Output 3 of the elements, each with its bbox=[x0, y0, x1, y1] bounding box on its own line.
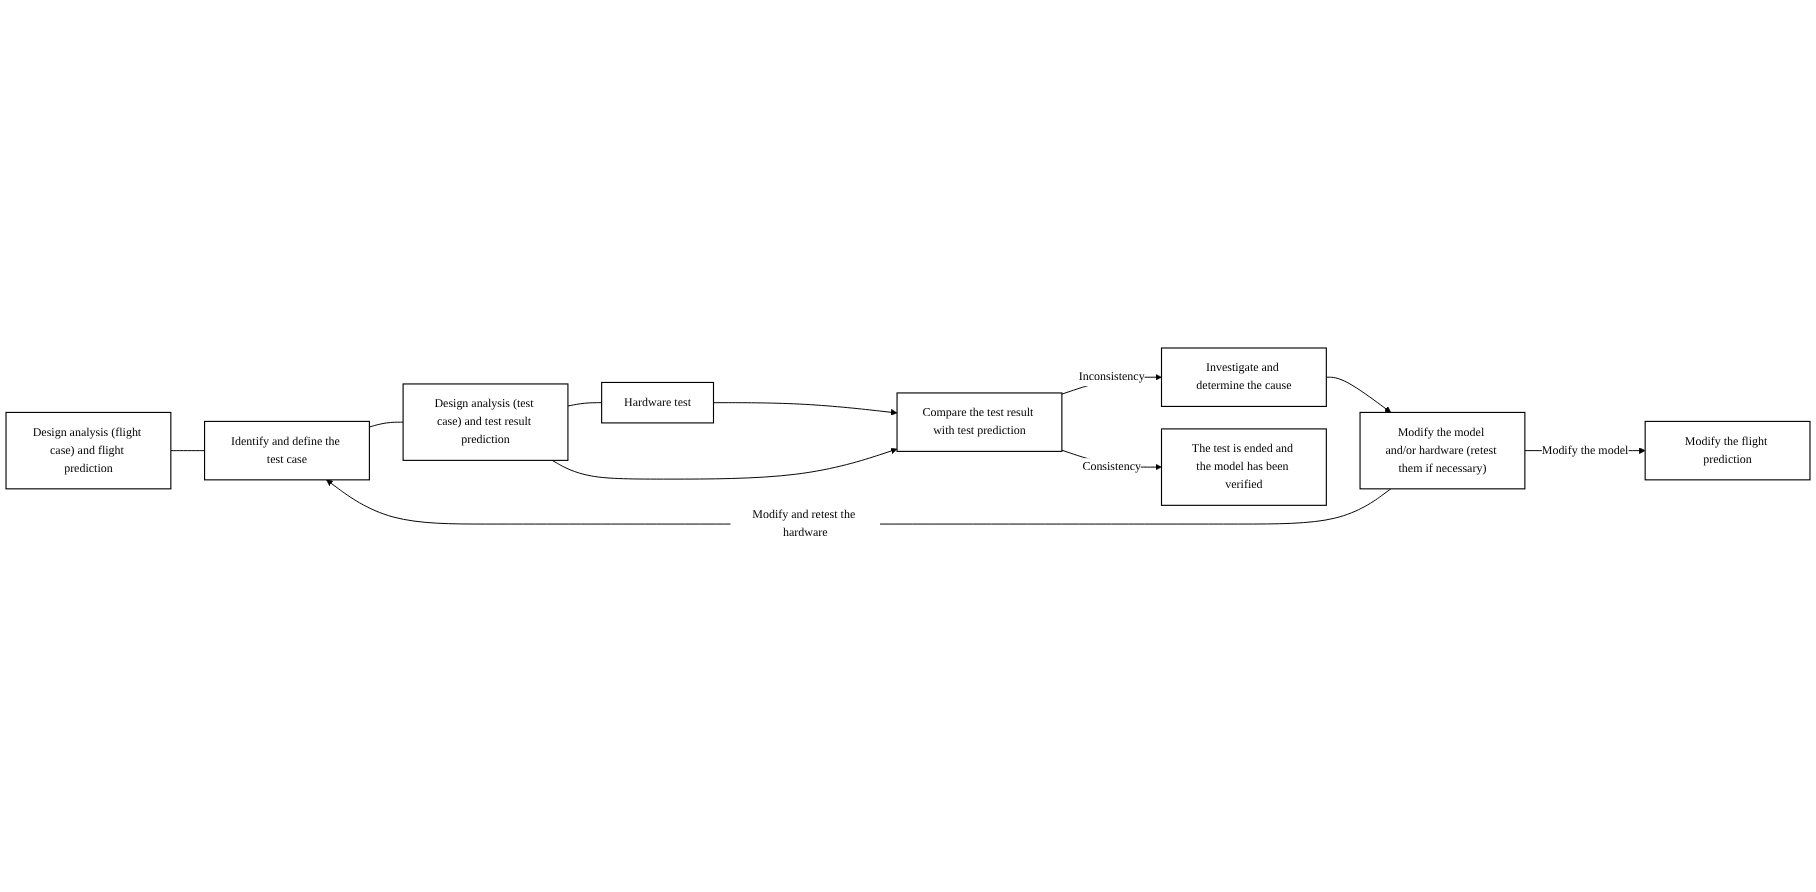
connector bbox=[170, 451, 206, 453]
connector bbox=[567, 403, 603, 408]
connector bbox=[368, 422, 404, 429]
